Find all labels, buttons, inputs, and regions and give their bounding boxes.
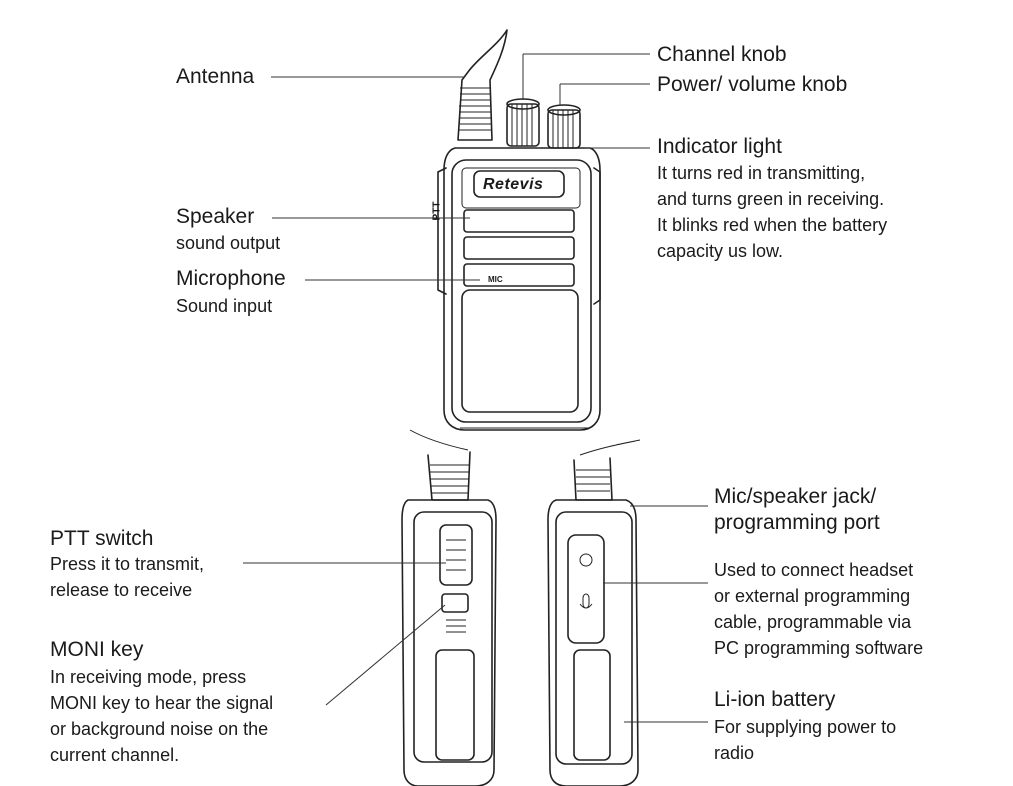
left-side-radio (401, 429, 497, 786)
front-lower-panel (461, 289, 579, 413)
channel-knob-shape (506, 98, 540, 147)
speaker-grille (463, 209, 575, 287)
mic-speaker-jack-title: Mic/speaker jack/ programming port (714, 485, 880, 534)
antenna-shape (457, 29, 508, 141)
brand-badge (473, 170, 565, 198)
right-side-radio (547, 439, 641, 786)
volume-knob-shape (547, 104, 581, 149)
microphone-desc: Sound input (176, 296, 273, 316)
indicator-light-title: Indicator light (657, 135, 782, 158)
ptt-switch-title: PTT switch (50, 527, 154, 550)
moni-key-shape (441, 593, 469, 613)
speaker-desc: sound output (176, 233, 281, 253)
moni-key-desc: In receiving mode, press MONI key to hea… (50, 667, 274, 765)
ptt-switch-desc: Press it to transmit, release to receive (50, 554, 205, 600)
antenna-title: Antenna (176, 65, 255, 88)
mic-speaker-jack-desc: Used to connect headset or external prog… (714, 560, 924, 658)
li-ion-battery-title: Li-ion battery (714, 688, 836, 711)
brand-logo: Retevis (483, 176, 544, 193)
ptt-switch-shape (439, 524, 473, 586)
front-ptt-mark: PTT (431, 201, 443, 221)
indicator-light-desc: It turns red in transmitting, and turns … (657, 163, 888, 261)
jack-cover-shape (567, 534, 605, 644)
front-face (451, 159, 592, 423)
front-mic-mark: MIC (488, 275, 503, 284)
front-radio (437, 29, 601, 431)
front-body-outline (443, 147, 601, 431)
left-body-outline (401, 499, 497, 786)
microphone-title: Microphone (176, 267, 286, 290)
leader-moni (325, 604, 446, 706)
antenna-rings (459, 87, 491, 131)
speaker-title: Speaker (176, 205, 255, 228)
leader-lines (243, 53, 708, 723)
moni-key-title: MONI key (50, 638, 144, 661)
li-ion-battery-desc: For supplying power to radio (714, 717, 897, 763)
power-volume-knob-title: Power/ volume knob (657, 73, 848, 96)
front-ptt-bump (437, 167, 447, 295)
right-body-outline (547, 499, 639, 786)
channel-knob-title: Channel knob (657, 43, 787, 66)
